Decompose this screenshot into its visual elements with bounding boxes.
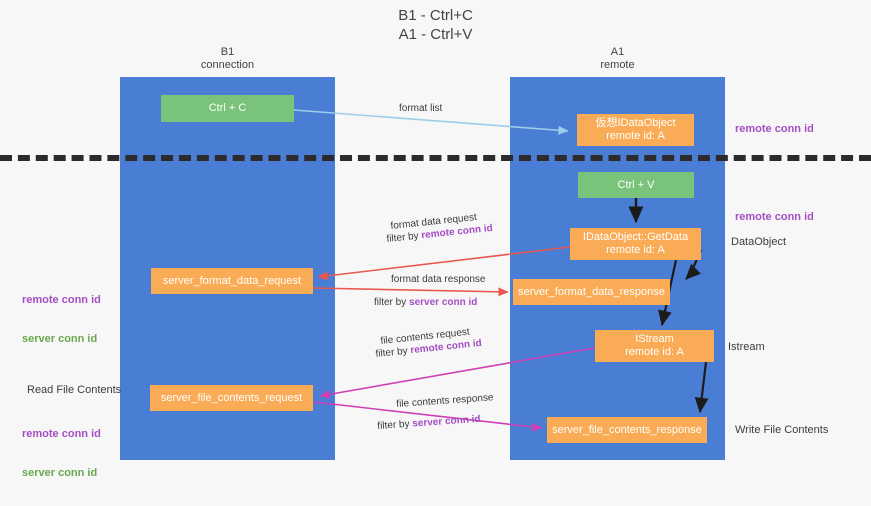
left-legend-server-conn-id: server conn id <box>22 333 98 345</box>
left-legend-remote-conn-id: remote conn id <box>22 294 101 306</box>
column-header-a1: A1 remote <box>600 46 635 71</box>
edge-label-format-list: format list <box>399 103 443 114</box>
diagram-canvas: B1 - Ctrl+C A1 - Ctrl+V B1 connection A1… <box>0 7 871 479</box>
left-legend-remote-conn-id-2: remote conn id <box>22 428 101 440</box>
page-title: B1 - Ctrl+C A1 - Ctrl+V <box>398 7 473 43</box>
edge-label-format-data-response-filter: filter by server conn id <box>374 297 477 309</box>
left-legend-server-conn-id-2: server conn id <box>22 467 98 479</box>
edge-label-file-contents-response: file contents response <box>396 392 494 410</box>
side-label-remote-conn-id-mid: remote conn id <box>735 211 814 223</box>
left-legend-conn-ids: remote conn id server conn id <box>22 268 101 372</box>
node-ctrl-v[interactable]: Ctrl + V <box>578 172 694 198</box>
node-virtual-idataobject[interactable]: 仮想IDataObject remote id: A <box>577 114 694 146</box>
left-legend-conn-ids-2: remote conn id server conn id <box>22 402 101 506</box>
side-label-remote-conn-id-top: remote conn id <box>735 123 814 135</box>
filter-prefix: filter by <box>377 418 413 432</box>
filter-prefix: filter by <box>386 230 422 245</box>
phase-divider <box>0 155 871 161</box>
filter-prefix: filter by <box>374 297 410 308</box>
filter-prefix: filter by <box>375 345 411 360</box>
node-idataobject-getdata[interactable]: IDataObject::GetData remote id: A <box>570 228 701 260</box>
node-server-format-data-request[interactable]: server_format_data_request <box>151 268 313 294</box>
filter-key-server-conn-id: server conn id <box>409 297 478 308</box>
filter-key-server-conn-id: server conn id <box>411 413 481 430</box>
side-label-write-file-contents: Write File Contents <box>735 424 829 436</box>
node-server-file-contents-response[interactable]: server_file_contents_response <box>547 417 707 443</box>
node-server-file-contents-request[interactable]: server_file_contents_request <box>150 385 313 411</box>
side-label-istream: Istream <box>728 341 765 353</box>
edge-label-file-contents-response-filter: filter by server conn id <box>377 414 481 433</box>
column-header-b1: B1 connection <box>200 46 255 71</box>
left-label-read-file-contents: Read File Contents <box>27 384 122 396</box>
node-server-format-data-response[interactable]: server_format_data_response <box>513 279 670 305</box>
node-ctrl-c[interactable]: Ctrl + C <box>161 95 294 122</box>
side-label-dataobject: DataObject <box>731 236 787 248</box>
node-istream[interactable]: IStream remote id: A <box>595 330 714 362</box>
edge-label-format-data-response: format data response <box>391 274 486 285</box>
